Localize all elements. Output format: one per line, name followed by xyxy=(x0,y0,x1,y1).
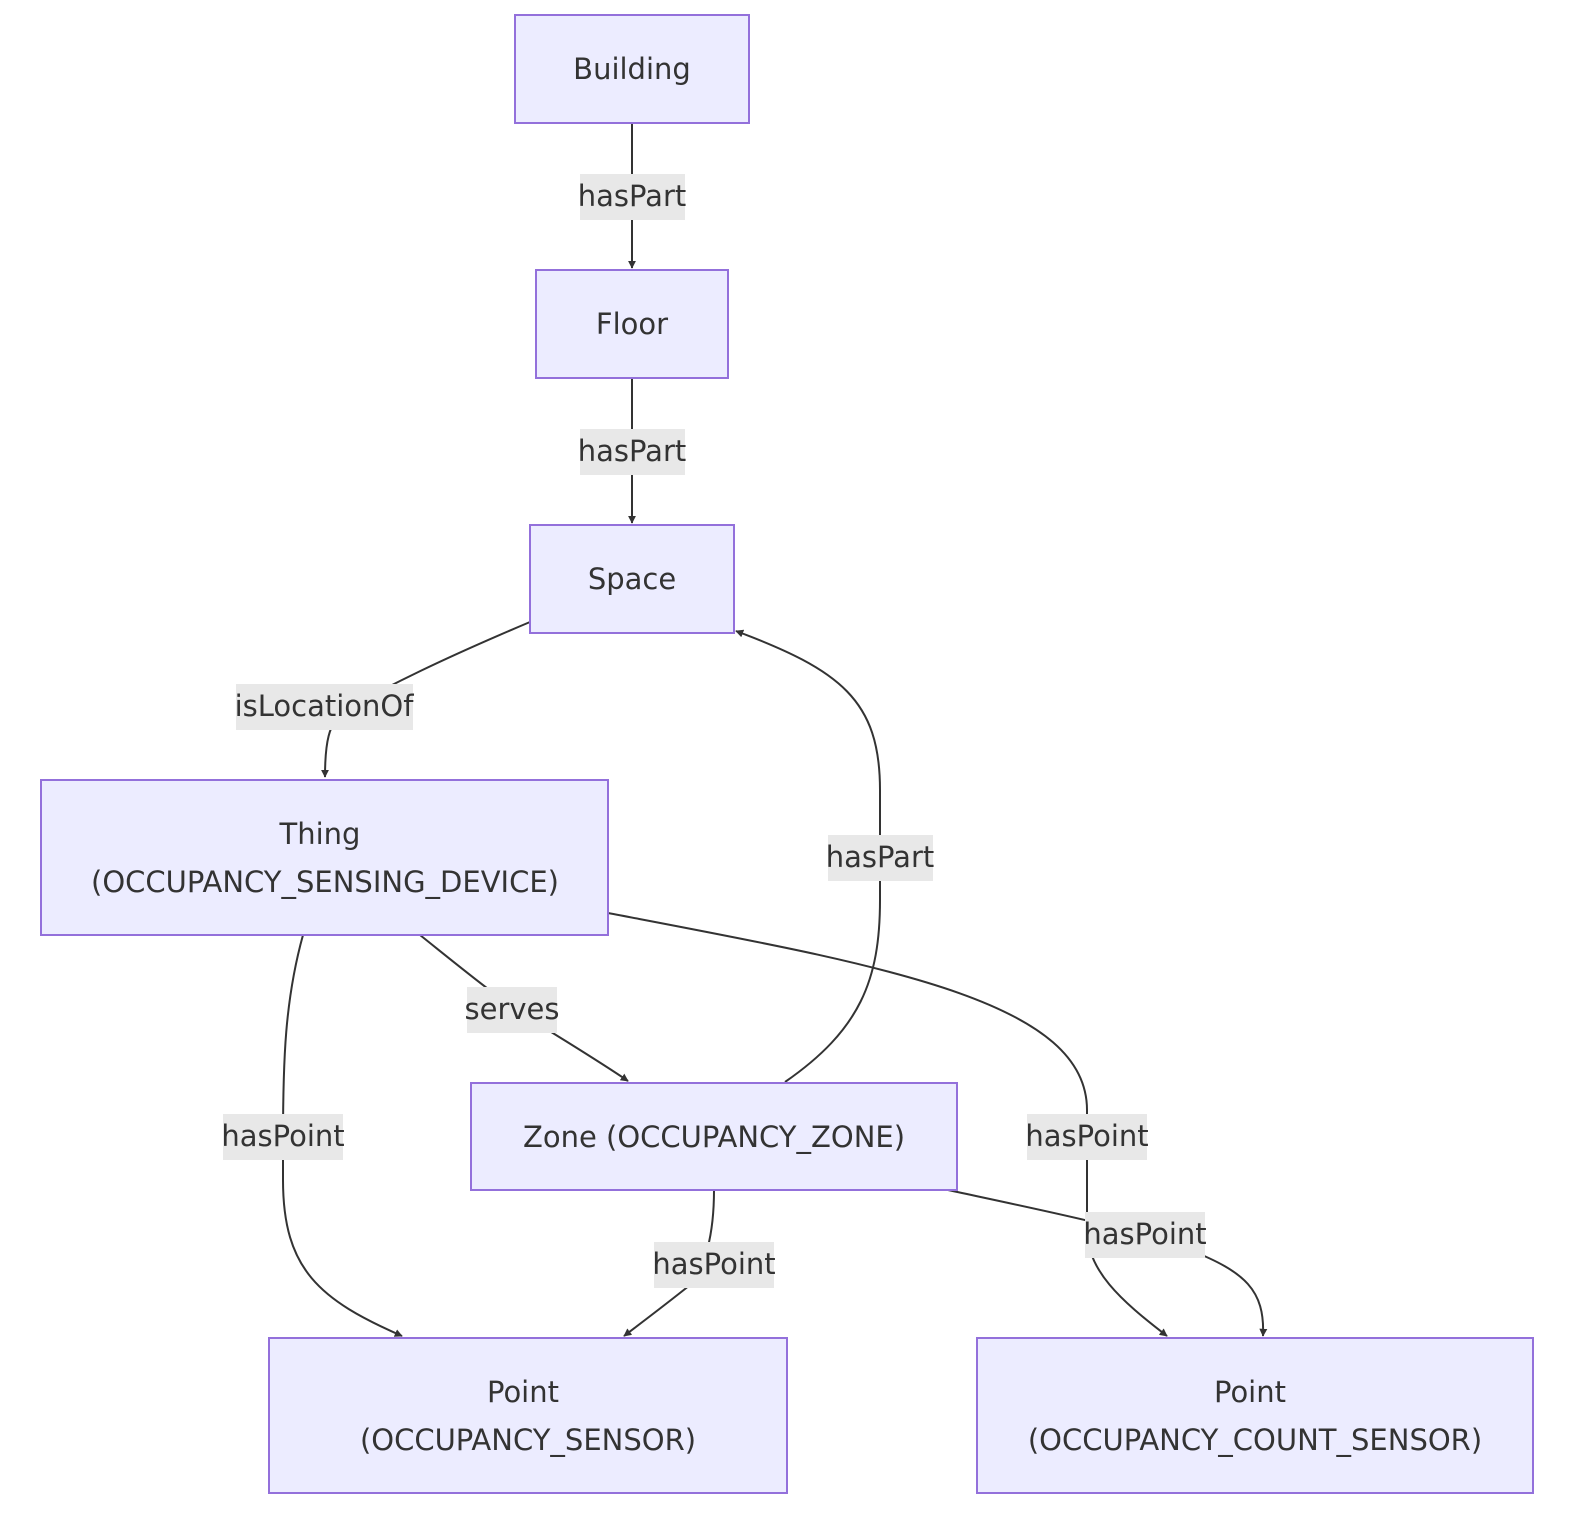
edge-label-thing-point-count: hasPoint xyxy=(1025,1114,1149,1160)
node-box xyxy=(268,1337,788,1494)
edge-label-text: hasPoint xyxy=(221,1119,344,1153)
node-label-line-1: Point xyxy=(1214,1375,1286,1409)
node-label: Floor xyxy=(596,307,668,341)
node-building[interactable]: Building xyxy=(514,14,750,124)
edge-label-bg xyxy=(580,429,685,475)
node-space[interactable]: Space xyxy=(529,524,735,634)
edge-label-text: hasPoint xyxy=(1025,1119,1148,1153)
edge-label-space-thing: isLocationOf xyxy=(235,684,415,730)
edge-label-text: hasPart xyxy=(578,179,687,213)
edge-label-bg xyxy=(580,174,685,220)
node-label-line-2: (OCCUPANCY_COUNT_SENSOR) xyxy=(1028,1423,1482,1457)
edge-label-bg xyxy=(828,835,933,881)
edge-label-text: serves xyxy=(465,992,560,1026)
edge-label-text: hasPoint xyxy=(1083,1217,1206,1251)
node-box xyxy=(514,14,750,124)
node-zone[interactable]: Zone (OCCUPANCY_ZONE) xyxy=(470,1082,958,1191)
edge-label-text: isLocationOf xyxy=(235,689,415,723)
edge-zone-point-count xyxy=(947,1189,1268,1337)
edge-label-bg xyxy=(223,1114,343,1160)
node-label: Space xyxy=(588,562,676,596)
node-label-line-2: (OCCUPANCY_SENSING_DEVICE) xyxy=(91,865,559,899)
edge-label-text: hasPart xyxy=(578,434,687,468)
edge-label-thing-point-occ: hasPoint xyxy=(221,1114,345,1160)
node-box xyxy=(529,524,735,634)
node-label: Zone (OCCUPANCY_ZONE) xyxy=(523,1120,905,1154)
node-floor[interactable]: Floor xyxy=(535,269,729,379)
node-point-occupancy-sensor[interactable]: Point (OCCUPANCY_SENSOR) xyxy=(268,1337,788,1494)
edge-label-bg xyxy=(654,1242,774,1288)
edge-label-text: hasPoint xyxy=(652,1247,775,1281)
node-point-occupancy-count-sensor[interactable]: Point (OCCUPANCY_COUNT_SENSOR) xyxy=(976,1337,1534,1494)
edge-label-floor-space: hasPart xyxy=(578,429,687,475)
node-box xyxy=(535,269,729,379)
edge-label-building-floor: hasPart xyxy=(578,174,687,220)
node-label-line-1: Point xyxy=(487,1375,559,1409)
edge-thing-point-occ xyxy=(282,934,403,1337)
edge-label-thing-zone: serves xyxy=(465,987,560,1033)
edge-label-zone-point-count: hasPoint xyxy=(1083,1212,1207,1258)
node-box xyxy=(976,1337,1534,1494)
edge-thing-point-count xyxy=(607,912,1168,1337)
nodes: Building Floor Space Thing (OCCUPANCY_SE… xyxy=(40,14,1534,1494)
edge-label-zone-space: hasPart xyxy=(826,835,935,881)
edge-label-zone-point-occ: hasPoint xyxy=(652,1242,776,1288)
node-label: Building xyxy=(573,52,691,86)
edge-label-bg xyxy=(236,684,413,730)
edge-label-text: hasPart xyxy=(826,840,935,874)
node-label-line-1: Thing xyxy=(279,817,361,851)
node-label-line-2: (OCCUPANCY_SENSOR) xyxy=(360,1423,696,1457)
edge-labels: hasPart hasPart isLocationOf hasPart ser… xyxy=(221,174,1207,1288)
node-box xyxy=(470,1082,958,1191)
node-box xyxy=(40,779,609,936)
node-thing[interactable]: Thing (OCCUPANCY_SENSING_DEVICE) xyxy=(40,779,609,936)
edge-label-bg xyxy=(1027,1114,1147,1160)
edge-label-bg xyxy=(1085,1212,1205,1258)
edge-label-bg xyxy=(467,987,557,1033)
